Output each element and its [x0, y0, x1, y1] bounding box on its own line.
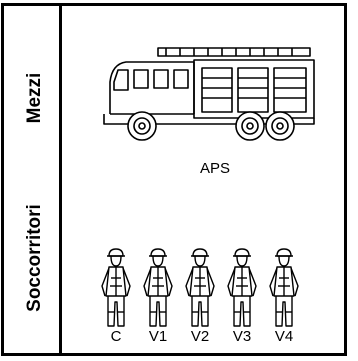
firefighter-icon	[185, 248, 215, 327]
row-label-rescuers: Soccorritori	[24, 204, 45, 312]
rescuer-label: C	[110, 328, 122, 345]
firefighter-icon	[143, 248, 173, 327]
rescuer-label: V4	[274, 328, 294, 345]
fire-truck-icon	[103, 47, 315, 141]
rescuer-label: V3	[232, 328, 252, 345]
firefighter-icon	[269, 248, 299, 327]
rescuer-label: V2	[190, 328, 210, 345]
firefighter-icon	[101, 248, 131, 327]
rescuer-label: V1	[148, 328, 168, 345]
diagram-frame	[1, 3, 347, 356]
row-label-vehicles: Mezzi	[24, 72, 45, 124]
firefighter-icon	[227, 248, 257, 327]
column-divider	[59, 3, 62, 356]
vehicle-label: APS	[199, 160, 230, 177]
